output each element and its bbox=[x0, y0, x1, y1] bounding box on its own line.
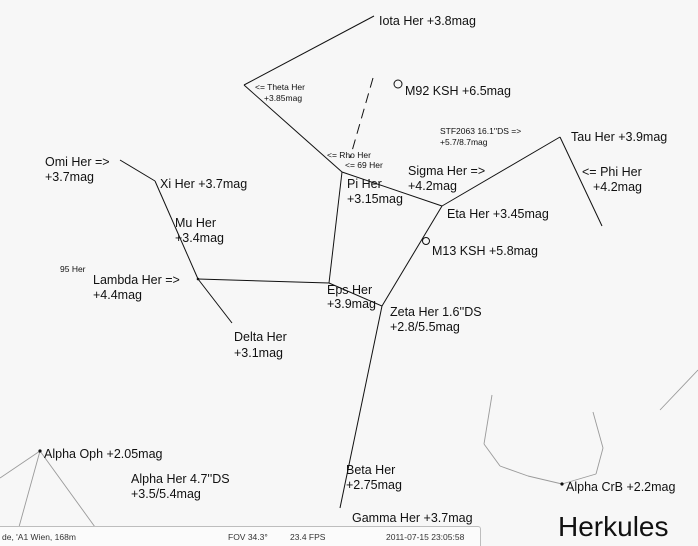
crb-line-5 bbox=[561, 473, 597, 485]
status-fov: FOV 34.3° bbox=[228, 532, 268, 542]
label-eps-her-mag: +3.9mag bbox=[327, 297, 376, 311]
line-pi-eta bbox=[341, 171, 443, 207]
crb-line-1 bbox=[483, 394, 493, 445]
label-stf2063-mag: +5.7/8.7mag bbox=[440, 137, 488, 147]
label-beta-her[interactable]: Beta Her bbox=[346, 463, 395, 477]
crb-line-2 bbox=[483, 443, 501, 467]
label-sigma-her[interactable]: Sigma Her => bbox=[408, 164, 485, 178]
label-omi-her-mag: +3.7mag bbox=[45, 170, 94, 184]
label-m92[interactable]: M92 KSH +6.5mag bbox=[405, 84, 511, 98]
label-rho-her[interactable]: <= Rho Her bbox=[327, 150, 371, 160]
label-alpha-her-mag: +3.5/5.4mag bbox=[131, 487, 201, 501]
label-sigma-her-mag: +4.2mag bbox=[408, 179, 457, 193]
label-theta-her[interactable]: <= Theta Her bbox=[255, 82, 305, 92]
line-pi-eps bbox=[328, 171, 343, 284]
crb-line-7 bbox=[592, 411, 604, 449]
label-lambda-her[interactable]: Lambda Her => bbox=[93, 273, 180, 287]
line-eta-zeta bbox=[381, 205, 443, 307]
label-mu-her-mag: +3.4mag bbox=[175, 231, 224, 245]
label-iota-her[interactable]: Iota Her +3.8mag bbox=[379, 14, 476, 28]
label-alpha-crb[interactable]: Alpha CrB +2.2mag bbox=[566, 480, 675, 494]
line-eta-tau bbox=[441, 136, 561, 207]
boo-line-1 bbox=[659, 369, 698, 411]
constellation-lines bbox=[119, 15, 603, 509]
label-beta-her-mag: +2.75mag bbox=[346, 478, 402, 492]
label-xi-her[interactable]: Xi Her +3.7mag bbox=[160, 177, 247, 191]
label-phi-her[interactable]: <= Phi Her bbox=[582, 165, 642, 179]
lambda-her-star[interactable] bbox=[196, 277, 200, 281]
label-m13[interactable]: M13 KSH +5.8mag bbox=[432, 244, 538, 258]
line-iota-theta bbox=[243, 15, 375, 86]
line-69-dashed bbox=[349, 77, 374, 159]
label-theta-her-mag: +3.85mag bbox=[264, 93, 302, 103]
label-delta-her[interactable]: Delta Her bbox=[234, 330, 287, 344]
label-zeta-her-mag: +2.8/5.5mag bbox=[390, 320, 460, 334]
status-fps: 23.4 FPS bbox=[290, 532, 326, 542]
line-lambda-delta bbox=[197, 278, 233, 324]
label-pi-her-mag: +3.15mag bbox=[347, 192, 403, 206]
label-69-her[interactable]: <= 69 Her bbox=[345, 160, 383, 170]
label-omi-her[interactable]: Omi Her => bbox=[45, 155, 110, 169]
label-tau-her[interactable]: Tau Her +3.9mag bbox=[571, 130, 667, 144]
ophiuchus-line-1 bbox=[0, 450, 41, 479]
crb-line-3 bbox=[499, 465, 529, 477]
alpha-crb-star[interactable] bbox=[560, 482, 564, 486]
m13-cluster-marker[interactable] bbox=[422, 237, 430, 245]
m92-cluster-marker[interactable] bbox=[393, 79, 403, 89]
line-eps-zeta bbox=[328, 282, 383, 307]
label-95-her[interactable]: 95 Her bbox=[60, 264, 86, 274]
label-alpha-her[interactable]: Alpha Her 4.7''DS bbox=[131, 472, 230, 486]
line-zeta-gamma bbox=[339, 305, 383, 509]
label-delta-her-mag: +3.1mag bbox=[234, 346, 283, 360]
label-pi-her[interactable]: Pi Her bbox=[347, 177, 382, 191]
line-lambda-eps bbox=[197, 278, 330, 284]
alpha-oph-star[interactable] bbox=[38, 449, 42, 453]
status-datetime: 2011-07-15 23:05:58 bbox=[386, 532, 465, 542]
star-dots bbox=[38, 277, 564, 486]
label-eta-her[interactable]: Eta Her +3.45mag bbox=[447, 207, 549, 221]
constellation-title: Herkules bbox=[558, 511, 668, 542]
label-alpha-oph[interactable]: Alpha Oph +2.05mag bbox=[44, 447, 163, 461]
label-phi-her-mag: +4.2mag bbox=[593, 180, 642, 194]
label-gamma-her[interactable]: Gamma Her +3.7mag bbox=[352, 511, 473, 525]
star-labels: Iota Her +3.8mag <= Theta Her +3.85mag M… bbox=[44, 14, 675, 525]
line-omi-xi bbox=[119, 159, 156, 182]
line-xi-lambda bbox=[154, 180, 199, 280]
label-eps-her[interactable]: Eps Her bbox=[327, 283, 372, 297]
line-tau-phi bbox=[559, 136, 603, 227]
line-theta-pi bbox=[243, 84, 343, 173]
label-zeta-her[interactable]: Zeta Her 1.6''DS bbox=[390, 305, 482, 319]
status-bar: de, 'A1 Wien, 168m FOV 34.3° 23.4 FPS 20… bbox=[0, 526, 481, 546]
label-lambda-her-mag: +4.4mag bbox=[93, 288, 142, 302]
label-stf2063[interactable]: STF2063 16.1''DS => bbox=[440, 126, 521, 136]
crb-line-4 bbox=[527, 475, 563, 485]
crb-line-6 bbox=[595, 447, 604, 475]
label-mu-her[interactable]: Mu Her bbox=[175, 216, 216, 230]
status-location: de, 'A1 Wien, 168m bbox=[2, 532, 76, 542]
